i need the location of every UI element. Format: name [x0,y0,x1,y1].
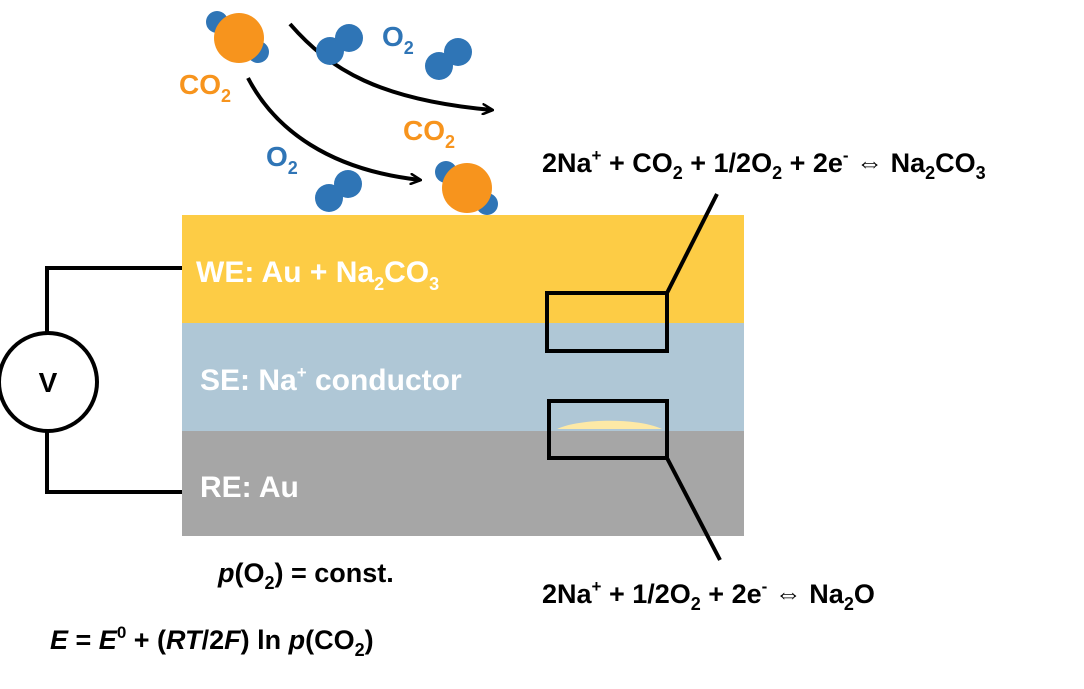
se-layer-label: SE: Na+ conductor [200,363,462,397]
leader-line-top [665,193,719,294]
wire [45,266,182,494]
re-layer [182,431,744,536]
o2-molecule [425,38,472,80]
voltmeter [0,331,99,433]
interface-deposit [557,420,662,429]
leader-line-bottom [665,457,722,561]
flow-arrow-lower [246,77,420,180]
interface-box-bottom [547,399,669,460]
re-layer-label: RE: Au [200,471,299,504]
we-layer [182,215,744,323]
we-layer-label: WE: Au + Na2CO3 [196,256,439,294]
reaction-bottom: 2Na+ + 1/2O2 + 2e- ⇔ Na2O [542,577,875,614]
co2-molecule [435,161,498,215]
co2-label: CO2 [179,69,231,106]
co2-label: CO2 [403,115,455,152]
se-layer [182,323,744,431]
o2-label: O2 [382,21,414,58]
co2-molecule [206,11,269,63]
po2-condition: p(O2) = const. [217,558,394,593]
reaction-top: 2Na+ + CO2 + 1/2O2 + 2e- ⇔ Na2CO3 [542,146,986,183]
interface-box-top [545,291,669,353]
o2-molecule [316,24,363,65]
voltmeter-symbol: V [39,367,58,398]
flow-arrow-upper [288,22,492,110]
nernst-equation: E = E0 + (RT/2F) ln p(CO2) [50,623,374,660]
o2-molecule [315,170,362,212]
o2-label: O2 [266,141,298,178]
